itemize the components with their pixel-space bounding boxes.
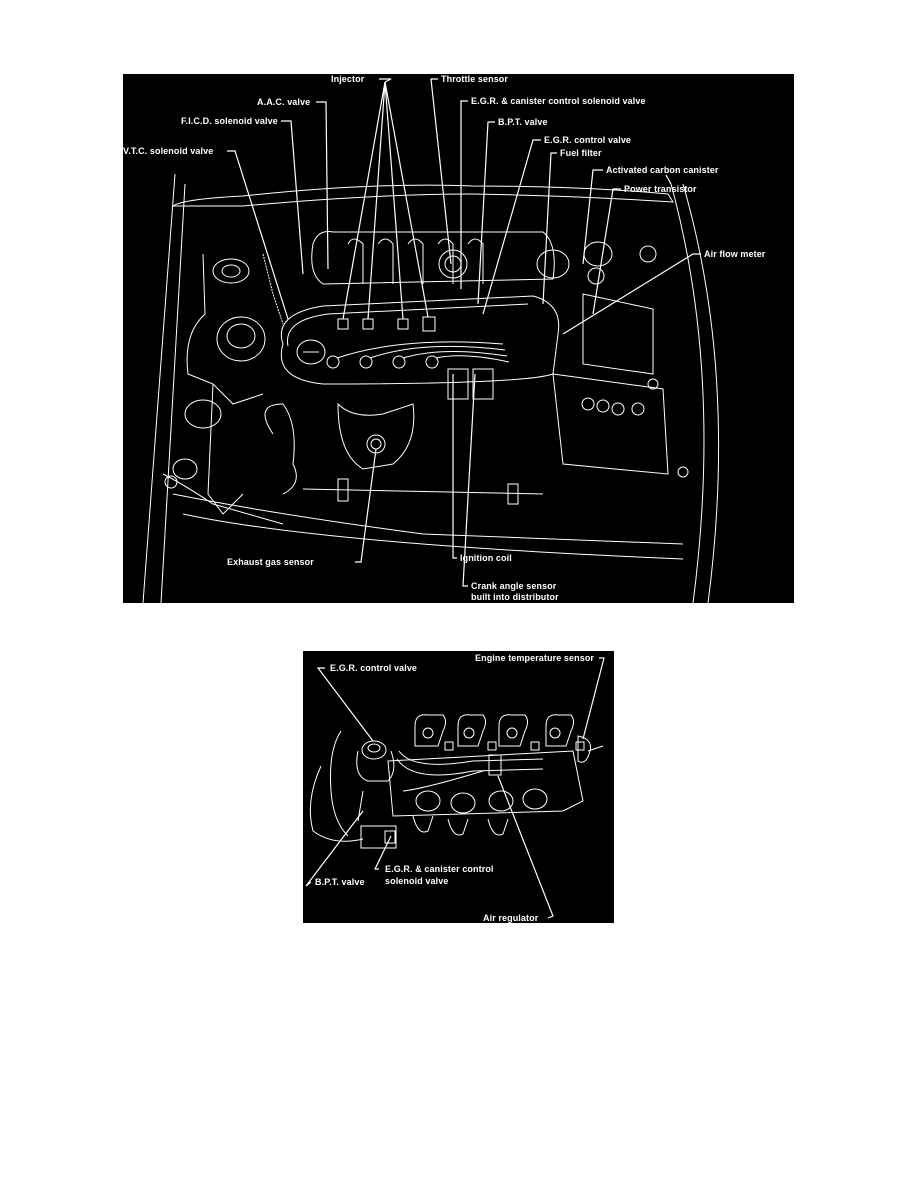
label-crank-angle-sensor-1: Crank angle sensor: [471, 581, 557, 591]
label-vtc-solenoid: V.T.C. solenoid valve: [123, 146, 214, 156]
label-egr-control-valve: E.G.R. control valve: [330, 663, 418, 673]
label-fuel-filter: Fuel filter: [560, 148, 602, 158]
label-ignition-coil: Ignition coil: [460, 553, 512, 563]
label-egr-control-valve: E.G.R. control valve: [544, 135, 632, 145]
label-injector: Injector: [331, 74, 365, 84]
label-air-flow-meter: Air flow meter: [704, 249, 766, 259]
intake-manifold-drawing: [305, 657, 605, 919]
label-exhaust-gas-sensor: Exhaust gas sensor: [227, 557, 314, 567]
label-bpt-valve: B.P.T. valve: [315, 877, 365, 887]
label-throttle-sensor: Throttle sensor: [441, 74, 509, 84]
label-egr-canister-solenoid: E.G.R. & canister control solenoid valve: [471, 96, 646, 106]
engine-compartment-diagram: Injector Throttle sensor A.A.C. valve E.…: [123, 74, 794, 603]
label-air-regulator: Air regulator: [483, 913, 539, 923]
label-egr-canister-solenoid-2: solenoid valve: [385, 876, 449, 886]
label-power-transistor: Power transistor: [624, 184, 697, 194]
label-ficd-solenoid: F.I.C.D. solenoid valve: [181, 116, 278, 126]
label-aac-valve: A.A.C. valve: [257, 97, 311, 107]
label-crank-angle-sensor-2: built into distributor: [471, 592, 559, 602]
label-carbon-canister: Activated carbon canister: [606, 165, 719, 175]
label-engine-temp-sensor: Engine temperature sensor: [475, 653, 595, 663]
label-egr-canister-solenoid-1: E.G.R. & canister control: [385, 864, 494, 874]
intake-manifold-diagram: E.G.R. control valve Engine temperature …: [303, 651, 614, 923]
label-bpt-valve: B.P.T. valve: [498, 117, 548, 127]
engine-compartment-drawing: [142, 78, 720, 603]
